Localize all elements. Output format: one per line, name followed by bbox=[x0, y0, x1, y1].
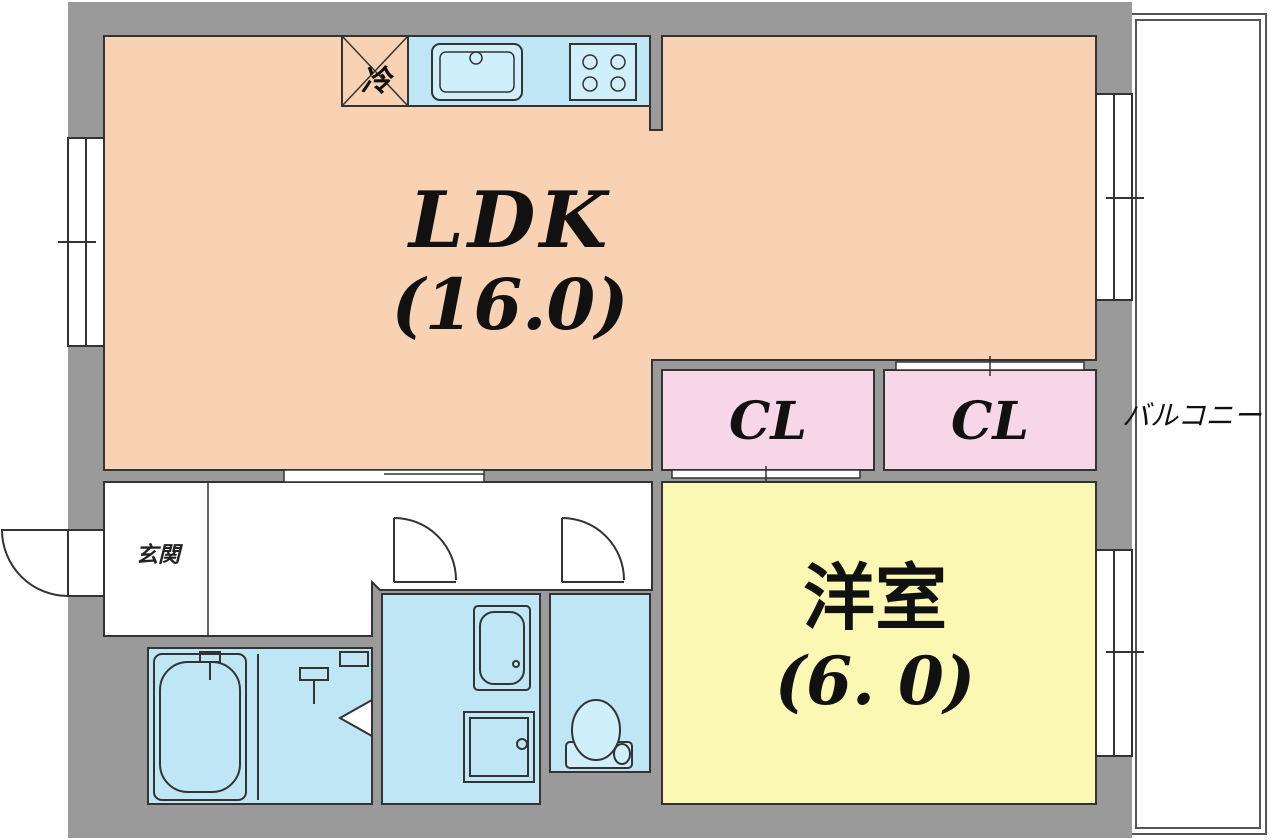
bathroom bbox=[147, 647, 373, 805]
ldk-sliding-door bbox=[283, 469, 485, 483]
yoshitsu-room bbox=[661, 481, 1097, 805]
kitchen-counter bbox=[341, 35, 651, 107]
washroom bbox=[381, 593, 541, 805]
stove-icon bbox=[569, 43, 637, 101]
ldk-size-label: (16.0) bbox=[391, 263, 629, 346]
closet-2-room bbox=[883, 369, 1097, 471]
closet-1-label: CL bbox=[729, 391, 807, 452]
balcony-label: バルコニー bbox=[1122, 399, 1262, 432]
closet-doors bbox=[671, 356, 1085, 486]
fridge-label: 冷 bbox=[361, 64, 391, 99]
washbasin-icon bbox=[473, 605, 531, 691]
entrance-door bbox=[0, 529, 105, 598]
genkan-label: 玄関 bbox=[135, 542, 180, 568]
washing-machine-icon bbox=[463, 711, 535, 783]
corridor bbox=[103, 481, 653, 637]
yoshitsu-label: 洋室 bbox=[802, 555, 947, 640]
sink-icon bbox=[431, 43, 523, 101]
ldk-label: LDK bbox=[408, 175, 612, 266]
toilet-icon bbox=[565, 699, 633, 769]
closet-1-room bbox=[661, 369, 875, 471]
windows bbox=[58, 93, 1144, 757]
bathtub-icon bbox=[153, 651, 373, 801]
yoshitsu-size-label: (6. 0) bbox=[774, 642, 976, 720]
swing-doors bbox=[393, 517, 625, 583]
closet-2-label: CL bbox=[951, 391, 1029, 452]
